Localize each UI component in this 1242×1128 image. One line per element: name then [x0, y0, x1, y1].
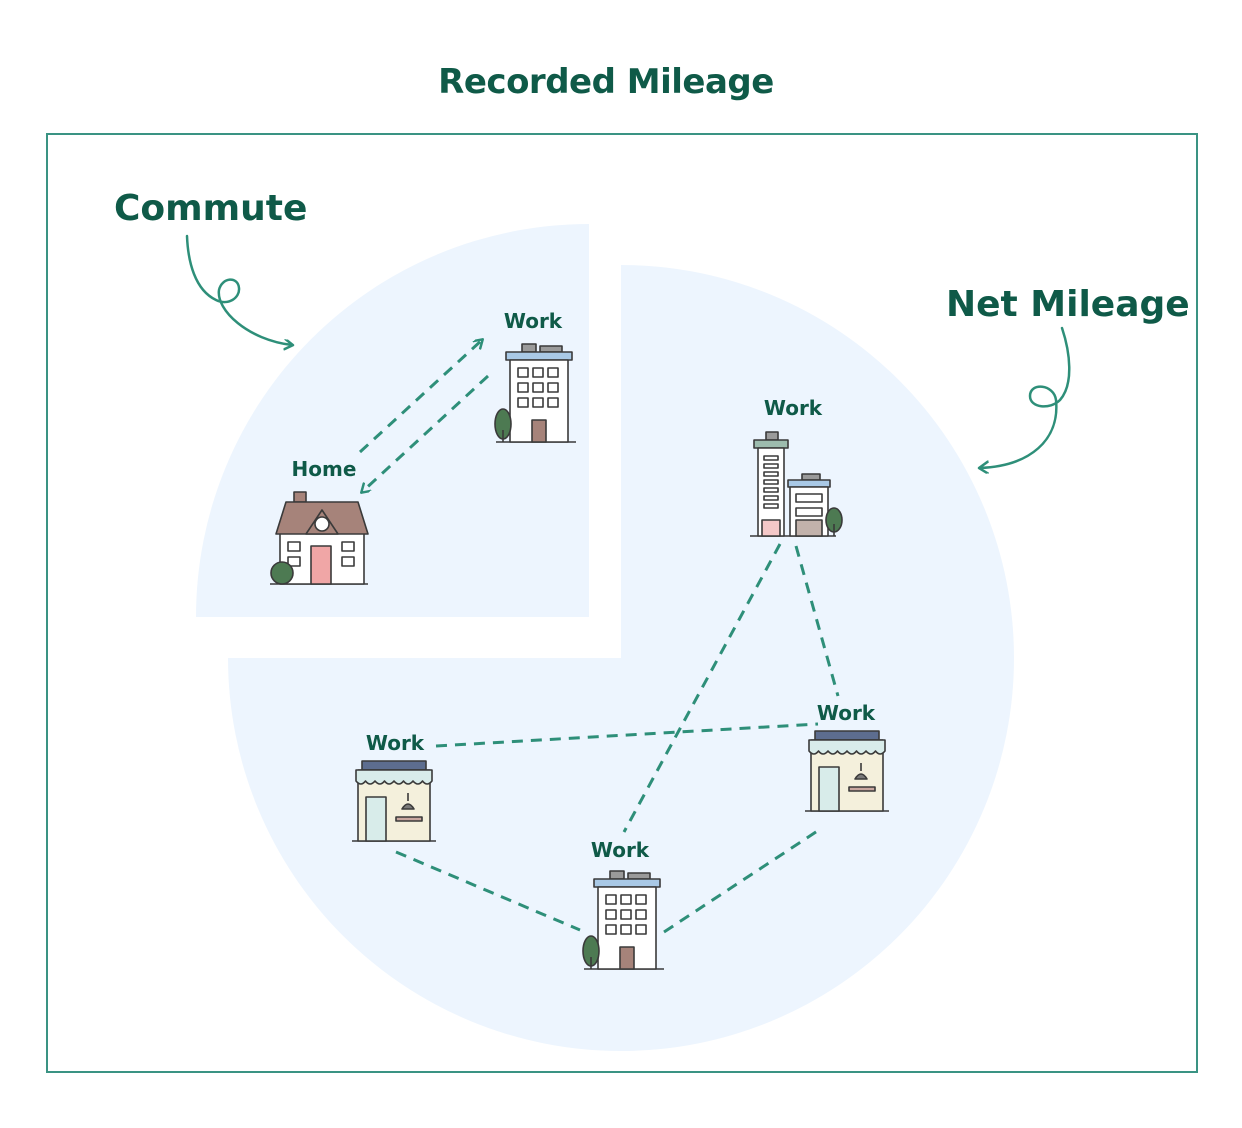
diagram-title: Recorded Mileage: [438, 62, 774, 102]
route-top-right: [794, 545, 840, 697]
net-work-left-label: Work: [366, 731, 425, 755]
net-work-bottom-label: Work: [591, 838, 650, 862]
house-icon: [269, 491, 369, 585]
home-label: Home: [292, 457, 357, 481]
commute-arrow: [185, 234, 292, 345]
route-top-bottom: [622, 543, 782, 833]
net-work-right-label: Work: [817, 701, 876, 725]
commute-work-label: Work: [504, 309, 563, 333]
commute-route-to-work: [358, 340, 482, 454]
route-bottom-right: [663, 826, 823, 934]
net-mileage-label: Net Mileage: [946, 284, 1190, 325]
shop-icon: [804, 730, 890, 812]
commute-route-to-home: [362, 374, 490, 492]
net-mileage-arrow: [980, 326, 1071, 468]
shop-icon: [351, 760, 437, 842]
commute-label: Commute: [114, 188, 307, 229]
net-work-top-label: Work: [764, 396, 823, 420]
route-left-right: [435, 722, 819, 748]
diagram-frame: [46, 133, 1198, 1073]
net-mileage-slice: [228, 265, 1014, 1051]
route-left-bottom: [395, 850, 581, 932]
